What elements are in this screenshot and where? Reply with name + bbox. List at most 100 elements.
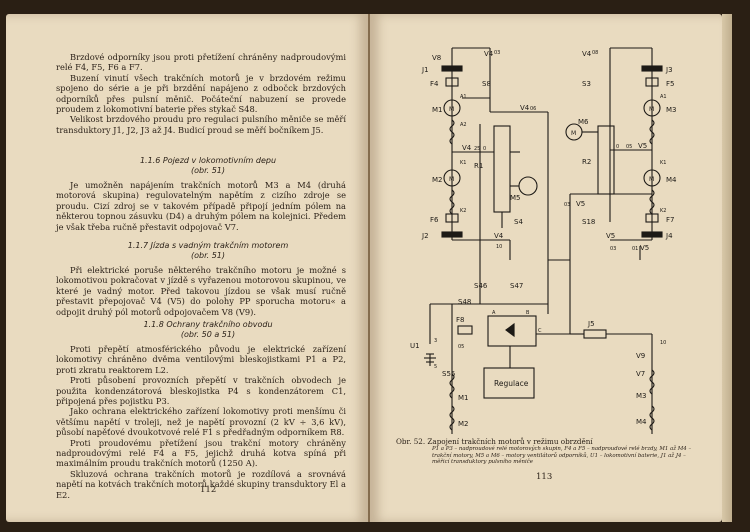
label-j4: J4 <box>665 232 673 240</box>
figure-ref: (obr. 51) <box>190 166 226 175</box>
label-v4: V4 <box>494 232 504 240</box>
label-s46: S46 <box>474 282 488 290</box>
label-v5: V5 <box>640 244 649 252</box>
label-m1: M1 <box>458 394 469 402</box>
motor-symbol: M <box>649 106 654 113</box>
label-a2: A2 <box>460 122 467 128</box>
figure-caption: Obr. 52. Zapojení trakčních motorů v rež… <box>396 437 702 466</box>
label-m6: M6 <box>578 118 589 126</box>
label-m5: M5 <box>510 194 521 202</box>
label-v5: V5 <box>606 232 615 240</box>
page-edges <box>722 14 732 522</box>
label-05: 05 <box>626 144 632 150</box>
label-k2: K2 <box>460 208 466 214</box>
section-heading: 1.1.6 Pojezd v lokomotivním depu <box>139 156 277 165</box>
label-05: 05 <box>458 344 464 350</box>
section-heading: 1.1.7 Jízda s vadným trakčním motorem <box>127 241 289 250</box>
paragraph: Proti působení provozních přepětí v trak… <box>56 375 346 407</box>
label-j3: J3 <box>665 66 673 74</box>
section-heading: 1.1.8 Ochrany trakčního obvodu <box>143 320 273 329</box>
regulation-circuit <box>424 260 655 434</box>
label-s4: S4 <box>514 218 523 226</box>
label-v5: V5 <box>638 142 647 150</box>
label-25: 25 <box>474 146 480 152</box>
paragraph: Při elektrické poruše některého trakčníh… <box>56 265 346 317</box>
caption-title: Obr. 52. Zapojení trakčních motorů v rež… <box>396 437 593 446</box>
diagram-labels: V8 V4 03 J1 S8 F4 A1 M1 M V4 06 A2 K1 V4… <box>410 50 677 428</box>
label-10: 10 <box>660 340 666 346</box>
label-b: B <box>526 310 530 316</box>
label-f6: F6 <box>430 216 439 224</box>
paragraph: Proti přepětí atmosférického původu je e… <box>56 344 346 375</box>
label-v4: V4 <box>484 50 494 58</box>
paragraph: Je umožněn napájením trakčních motorů M3… <box>56 180 346 232</box>
label-m2: M2 <box>458 420 469 428</box>
label-f8: F8 <box>456 316 464 324</box>
label-5: 5 <box>434 364 437 370</box>
label-k2: K2 <box>660 208 666 214</box>
paragraph: Proti proudovému přetížení jsou trakční … <box>56 437 346 469</box>
label-m3: M3 <box>666 106 677 114</box>
caption-note: P1 a P3 – nadproudové relé motorových sk… <box>432 446 692 466</box>
page-number-left: 112 <box>200 485 217 495</box>
intro-text: Brzdové odporníky jsou proti přetížení c… <box>56 52 346 135</box>
figure-ref: (obr. 50 a 51) <box>180 330 236 339</box>
label-03: 03 <box>564 202 570 208</box>
left-page: Brzdové odporníky jsou proti přetížení c… <box>6 14 368 522</box>
label-03: 03 <box>494 50 500 56</box>
label-v7: V7 <box>636 370 645 378</box>
paragraph: Skluzová ochrana trakčních motorů je roz… <box>56 468 346 500</box>
label-u1: U1 <box>410 342 420 350</box>
label-s18: S18 <box>582 218 595 226</box>
label-a1: A1 <box>460 94 467 100</box>
label-06: 06 <box>530 106 536 112</box>
label-3: 3 <box>434 338 437 344</box>
label-m3: M3 <box>636 392 647 400</box>
paragraph: Jako ochrana elektrického zařízení lokom… <box>56 406 346 438</box>
paragraph: Velikost brzdového proudu pro regulaci p… <box>56 114 346 135</box>
label-0: 0 <box>616 144 619 150</box>
label-j5: J5 <box>587 320 595 328</box>
section-faulty-motor: 1.1.7 Jízda s vadným trakčním motorem (o… <box>56 241 346 317</box>
label-s55: S55 <box>442 370 455 378</box>
label-s8: S8 <box>482 80 491 88</box>
motor-symbol: M <box>449 106 454 113</box>
book-gutter <box>366 14 372 522</box>
page-number-right: 113 <box>536 472 553 482</box>
label-j2: J2 <box>421 232 429 240</box>
paragraph: Buzení vinutí všech trakčních motorů je … <box>56 72 346 115</box>
right-motor-group <box>548 47 663 276</box>
label-j1: J1 <box>421 66 429 74</box>
section-protection: 1.1.8 Ochrany trakčního obvodu (obr. 50 … <box>56 320 346 500</box>
label-f5: F5 <box>666 80 674 88</box>
label-s3: S3 <box>582 80 591 88</box>
left-motor-group <box>441 47 549 314</box>
right-page: V8 V4 03 J1 S8 F4 A1 M1 M V4 06 A2 K1 V4… <box>370 14 722 522</box>
label-03: 03 <box>610 246 616 252</box>
label-v4: V4 <box>462 144 472 152</box>
label-m4: M4 <box>636 418 647 426</box>
label-0: 0 <box>483 146 486 152</box>
label-s48: S48 <box>458 298 471 306</box>
label-k1: K1 <box>660 160 666 166</box>
motor-symbol: M <box>649 176 654 183</box>
motor-symbol: M <box>571 130 576 137</box>
label-r1: R1 <box>474 162 483 170</box>
label-08: 08 <box>592 50 598 56</box>
figure-ref: (obr. 51) <box>190 251 226 260</box>
paragraph: Brzdové odporníky jsou proti přetížení c… <box>56 52 346 73</box>
label-m2: M2 <box>432 176 443 184</box>
section-depot: 1.1.6 Pojezd v lokomotivním depu (obr. 5… <box>56 156 346 232</box>
label-10: 10 <box>496 244 502 250</box>
motor-symbol: M <box>449 176 454 183</box>
label-01: 01 <box>632 246 638 252</box>
label-v8: V8 <box>432 54 441 62</box>
label-c: C <box>538 328 542 334</box>
label-m4: M4 <box>666 176 677 184</box>
circuit-diagram: V8 V4 03 J1 S8 F4 A1 M1 M V4 06 A2 K1 V4… <box>410 47 677 434</box>
regulation-box-label: Regulace <box>494 379 529 388</box>
label-m1: M1 <box>432 106 443 114</box>
label-f7: F7 <box>666 216 674 224</box>
label-k1: K1 <box>460 160 466 166</box>
label-r2: R2 <box>582 158 591 166</box>
